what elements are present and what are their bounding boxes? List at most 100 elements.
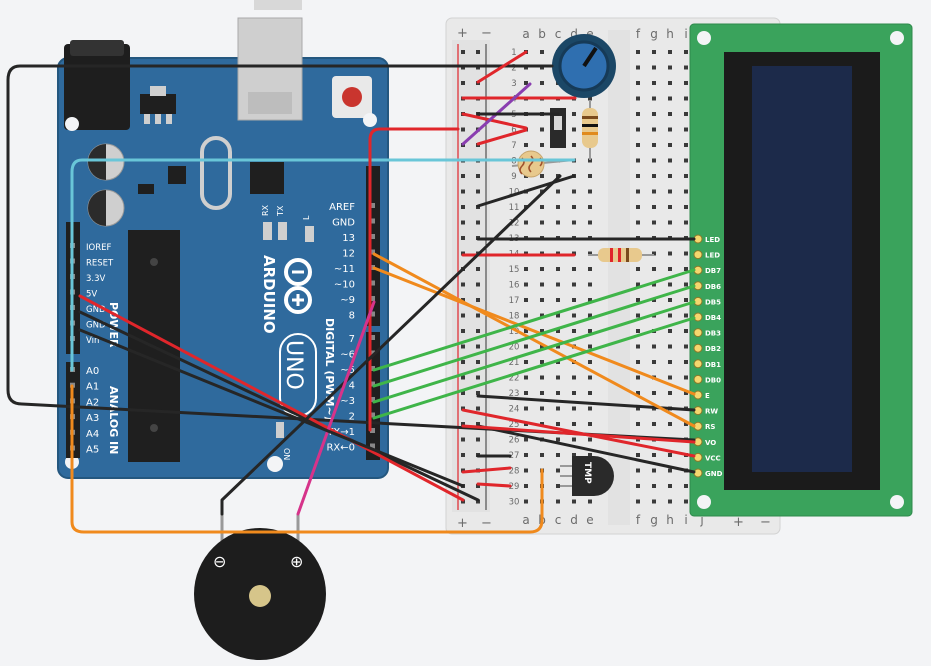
breadboard-hole[interactable] xyxy=(572,313,576,318)
breadboard-hole[interactable] xyxy=(636,112,640,116)
rail-hole[interactable] xyxy=(461,360,465,364)
lcd-pin[interactable] xyxy=(693,452,703,462)
breadboard-hole[interactable] xyxy=(556,484,560,488)
wire-orange-tmp[interactable] xyxy=(70,384,544,534)
lcd-pin[interactable] xyxy=(693,343,703,353)
breadboard-hole[interactable] xyxy=(636,468,640,473)
breadboard-hole[interactable] xyxy=(588,158,592,163)
wire-red-bridge[interactable] xyxy=(476,50,528,84)
wire-black-jumper[interactable] xyxy=(476,424,696,474)
breadboard-hole[interactable] xyxy=(652,65,656,70)
breadboard-hole[interactable] xyxy=(540,360,544,364)
breadboard-hole[interactable] xyxy=(540,220,544,225)
breadboard-hole[interactable] xyxy=(540,81,544,85)
rail-hole[interactable] xyxy=(461,127,465,132)
rail-hole[interactable] xyxy=(461,282,465,287)
wire-black-lcd-gnd[interactable] xyxy=(78,328,465,488)
rail-hole[interactable] xyxy=(461,344,465,349)
rail-hole[interactable] xyxy=(461,313,465,318)
rail-hole[interactable] xyxy=(461,329,465,333)
reset-button-cap[interactable] xyxy=(342,87,362,107)
wire-green-db4[interactable] xyxy=(372,316,696,420)
breadboard-hole[interactable] xyxy=(668,50,672,54)
breadboard-hole[interactable] xyxy=(668,267,672,271)
breadboard-hole[interactable] xyxy=(684,189,688,194)
breadboard-hole[interactable] xyxy=(668,205,672,209)
breadboard-hole[interactable] xyxy=(540,267,544,271)
slide-switch-knob[interactable] xyxy=(554,116,562,130)
breadboard-hole[interactable] xyxy=(556,499,560,504)
breadboard-hole[interactable] xyxy=(652,112,656,116)
rail-hole[interactable] xyxy=(476,391,480,395)
breadboard-hole[interactable] xyxy=(684,313,688,318)
breadboard-hole[interactable] xyxy=(652,174,656,178)
breadboard-hole[interactable] xyxy=(684,205,688,209)
breadboard-hole[interactable] xyxy=(652,484,656,488)
rail-hole[interactable] xyxy=(461,50,465,54)
breadboard-hole[interactable] xyxy=(684,143,688,147)
breadboard-hole[interactable] xyxy=(668,329,672,333)
breadboard-hole[interactable] xyxy=(684,65,688,70)
slide-switch[interactable] xyxy=(550,108,566,148)
breadboard-hole[interactable] xyxy=(636,96,640,101)
rail-hole[interactable] xyxy=(476,422,480,426)
breadboard-hole[interactable] xyxy=(556,468,560,473)
breadboard-hole[interactable] xyxy=(540,375,544,380)
rail-hole[interactable] xyxy=(461,81,465,85)
wire-green-db7[interactable] xyxy=(372,268,696,372)
breadboard-hole[interactable] xyxy=(636,298,640,302)
breadboard-hole[interactable] xyxy=(636,267,640,271)
breadboard-hole[interactable] xyxy=(652,267,656,271)
breadboard-hole[interactable] xyxy=(588,96,592,101)
breadboard-hole[interactable] xyxy=(668,360,672,364)
breadboard-hole[interactable] xyxy=(668,143,672,147)
breadboard-hole[interactable] xyxy=(524,220,528,225)
rail-hole[interactable] xyxy=(476,174,480,178)
breadboard-hole[interactable] xyxy=(636,158,640,163)
breadboard-hole[interactable] xyxy=(524,282,528,287)
breadboard-hole[interactable] xyxy=(684,50,688,54)
breadboard-hole[interactable] xyxy=(556,453,560,457)
breadboard-hole[interactable] xyxy=(540,453,544,457)
breadboard-hole[interactable] xyxy=(636,422,640,426)
breadboard-hole[interactable] xyxy=(636,453,640,457)
rail-hole[interactable] xyxy=(476,282,480,287)
breadboard-hole[interactable] xyxy=(572,391,576,395)
breadboard-hole[interactable] xyxy=(668,298,672,302)
breadboard-hole[interactable] xyxy=(556,391,560,395)
breadboard-hole[interactable] xyxy=(668,251,672,256)
breadboard-hole[interactable] xyxy=(636,375,640,380)
breadboard-hole[interactable] xyxy=(588,329,592,333)
breadboard-hole[interactable] xyxy=(684,375,688,380)
breadboard-hole[interactable] xyxy=(668,344,672,349)
breadboard-hole[interactable] xyxy=(572,205,576,209)
breadboard-hole[interactable] xyxy=(524,406,528,411)
breadboard-hole[interactable] xyxy=(636,65,640,70)
rail-hole[interactable] xyxy=(461,453,465,457)
rail-hole[interactable] xyxy=(461,174,465,178)
breadboard-hole[interactable] xyxy=(588,251,592,256)
breadboard-hole[interactable] xyxy=(684,81,688,85)
breadboard-hole[interactable] xyxy=(668,453,672,457)
breadboard-hole[interactable] xyxy=(684,282,688,287)
header-pin[interactable] xyxy=(370,280,375,286)
wire-magenta-buzzer[interactable] xyxy=(296,300,376,516)
breadboard-hole[interactable] xyxy=(588,360,592,364)
breadboard-hole[interactable] xyxy=(636,205,640,209)
rail-hole[interactable] xyxy=(476,437,480,442)
rail-hole[interactable] xyxy=(461,437,465,442)
breadboard-hole[interactable] xyxy=(572,499,576,504)
breadboard-hole[interactable] xyxy=(636,344,640,349)
breadboard-hole[interactable] xyxy=(540,344,544,349)
breadboard-hole[interactable] xyxy=(652,189,656,194)
lcd-pin[interactable] xyxy=(693,359,703,369)
breadboard-hole[interactable] xyxy=(652,453,656,457)
breadboard-hole[interactable] xyxy=(668,422,672,426)
wire-black-jumper[interactable] xyxy=(476,174,576,208)
rail-hole[interactable] xyxy=(461,298,465,302)
breadboard-hole[interactable] xyxy=(668,313,672,318)
breadboard-hole[interactable] xyxy=(588,267,592,271)
rail-hole[interactable] xyxy=(476,267,480,271)
breadboard-hole[interactable] xyxy=(540,329,544,333)
breadboard-hole[interactable] xyxy=(540,143,544,147)
